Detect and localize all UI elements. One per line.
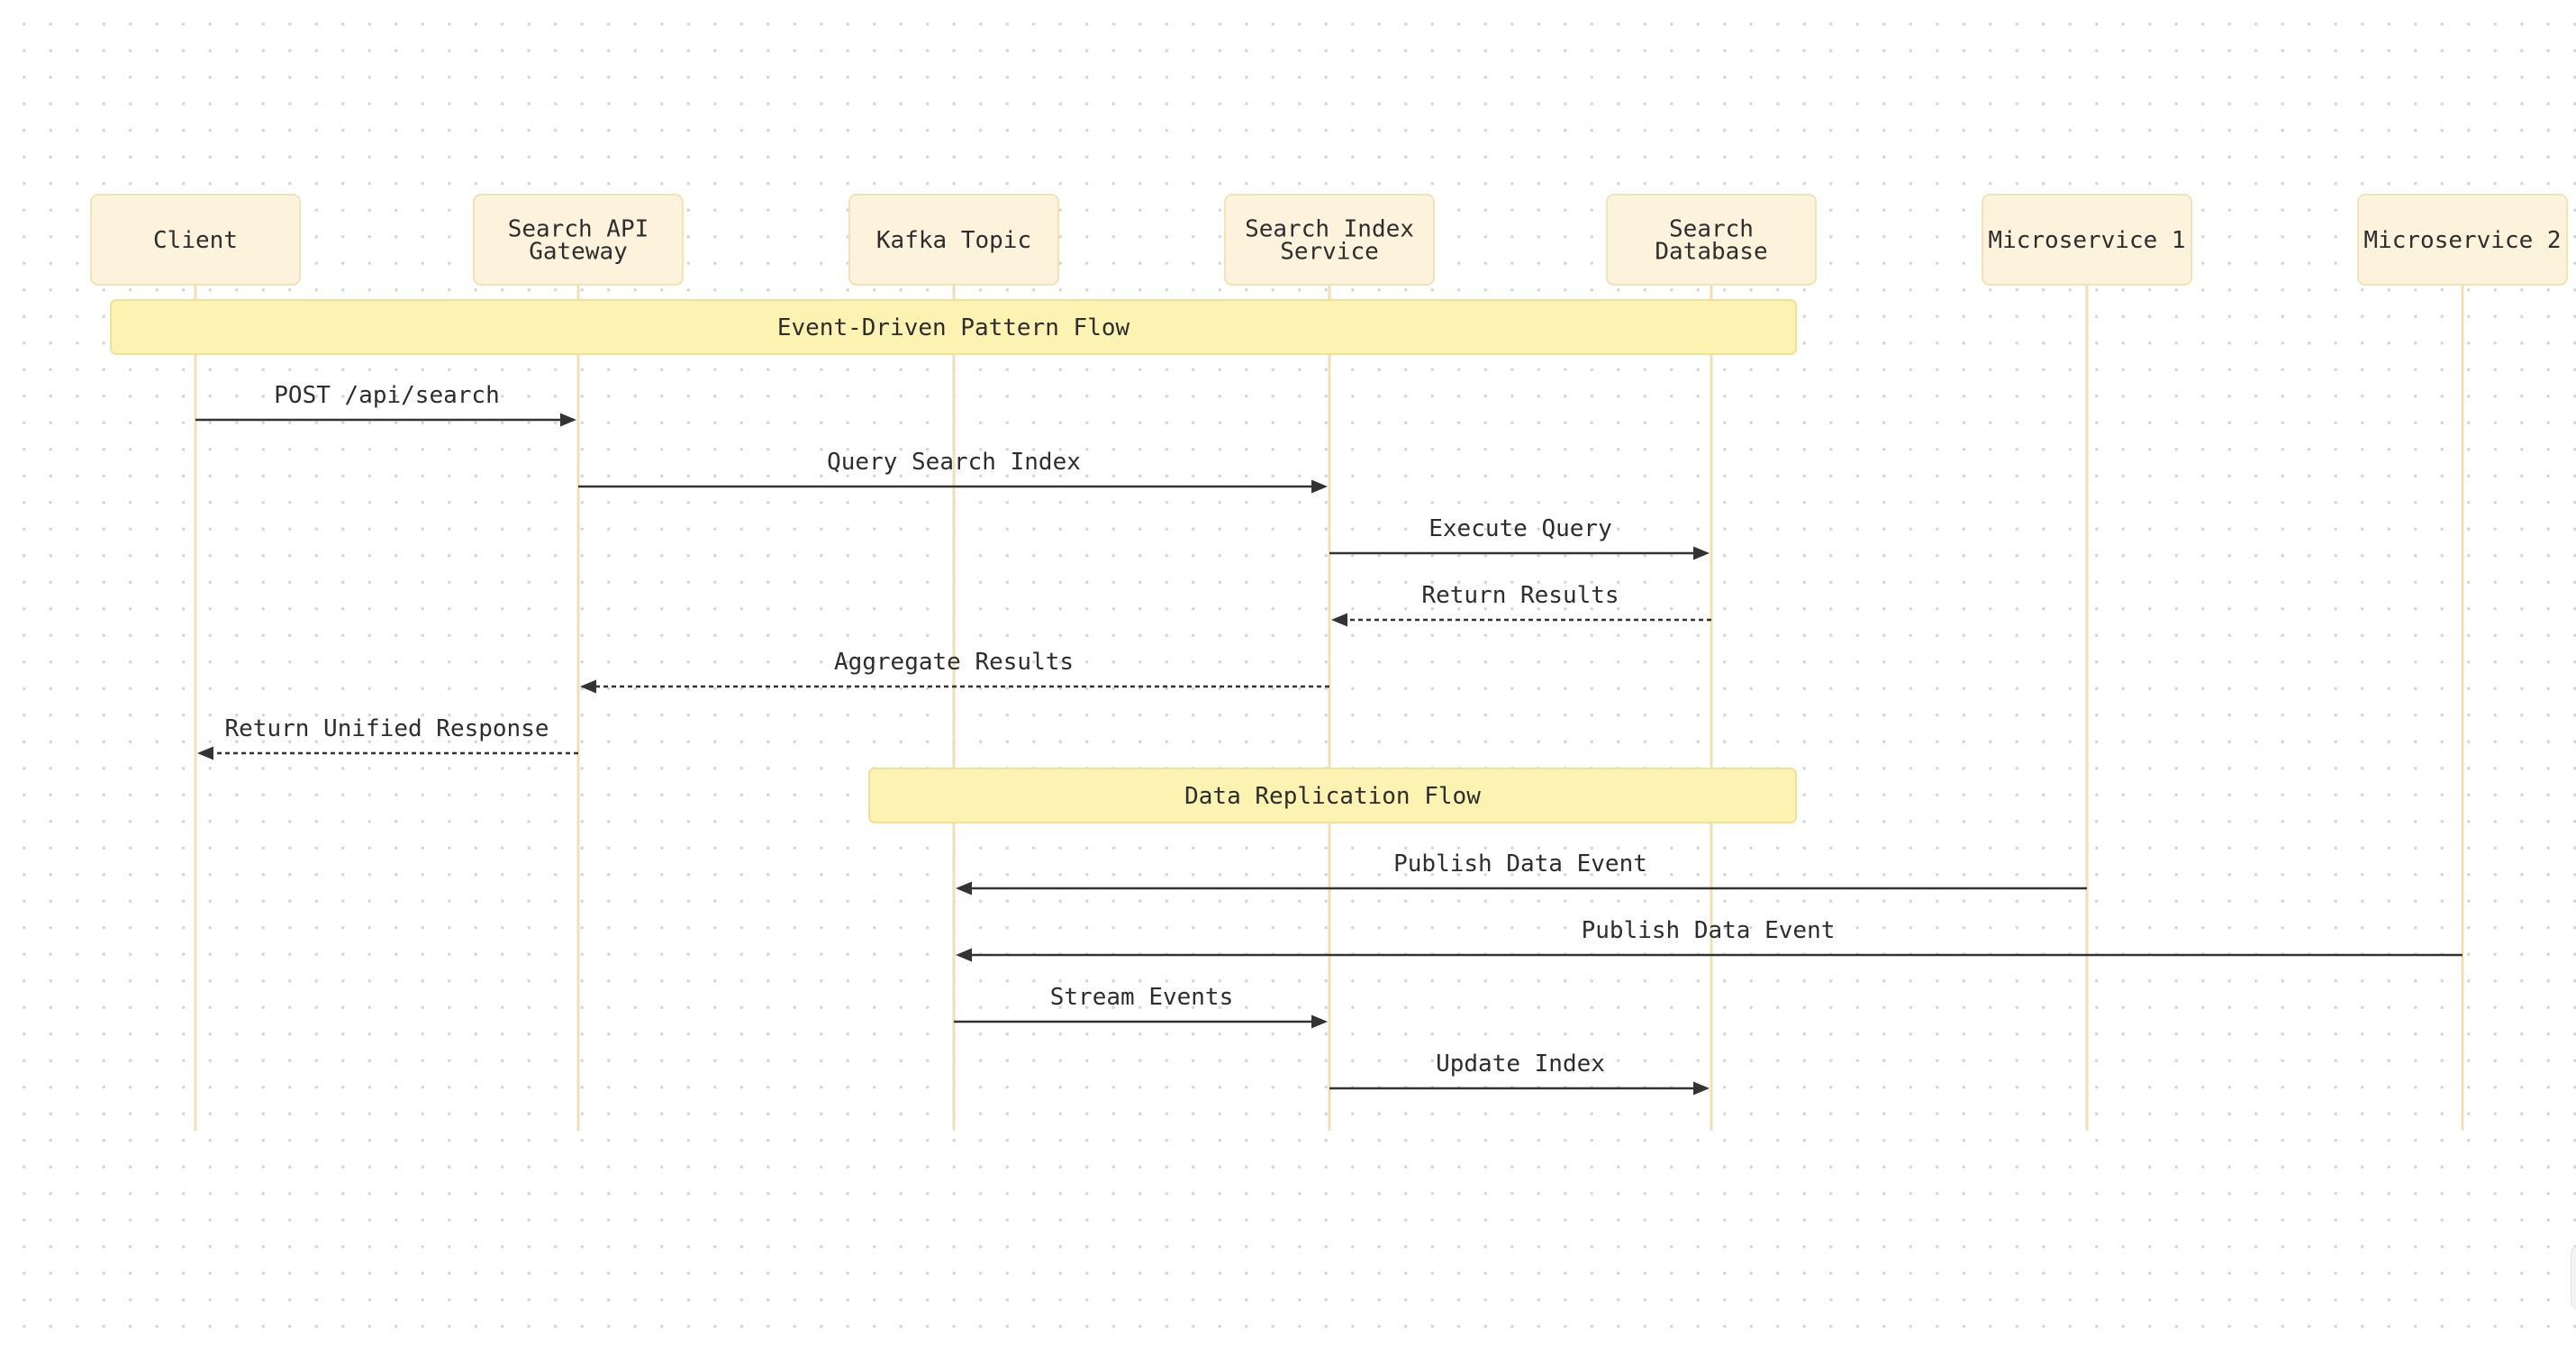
actor-label: Search Index — [1245, 216, 1414, 243]
message-arrow: POST /api/search — [195, 382, 576, 427]
message-arrow: Publish Data Event — [956, 850, 2087, 896]
message-label: Query Search Index — [827, 449, 1081, 476]
actor-label: Client — [153, 227, 238, 254]
note: Event-Driven Pattern Flow — [110, 299, 1797, 355]
arrow-head-icon — [580, 679, 596, 694]
message-arrow: Execute Query — [1329, 515, 1710, 560]
actor-ms2[interactable]: Microservice 2 — [2357, 194, 2568, 286]
message-arrow: Stream Events — [954, 984, 1328, 1029]
arrow-head-icon — [956, 881, 972, 896]
note: Data Replication Flow — [868, 768, 1797, 823]
message-arrow: Return Results — [1331, 582, 1711, 627]
actor-ms1[interactable]: Microservice 1 — [1982, 194, 2192, 286]
actor-client[interactable]: Client — [90, 194, 301, 286]
actor-label: Kafka Topic — [876, 227, 1031, 254]
message-label: Publish Data Event — [1393, 850, 1647, 878]
actor-label: Gateway — [529, 239, 628, 266]
side-panel-handle[interactable] — [2571, 1245, 2576, 1310]
message-label: Aggregate Results — [834, 649, 1074, 676]
message-label: Execute Query — [1429, 515, 1612, 542]
message-arrow: Publish Data Event — [956, 917, 2463, 962]
actor-label: Microservice 2 — [2363, 227, 2561, 254]
actor-label: Database — [1655, 239, 1767, 266]
actor-label: Search — [1669, 216, 1754, 243]
actor-label: Service — [1280, 239, 1379, 266]
arrow-head-icon — [1331, 613, 1347, 627]
message-arrow: Query Search Index — [578, 449, 1328, 494]
message-label: Update Index — [1436, 1050, 1605, 1078]
message-label: Stream Events — [1050, 984, 1234, 1011]
arrow-head-icon — [1693, 546, 1710, 560]
actor-label: Search API — [508, 216, 649, 243]
note-label: Data Replication Flow — [1184, 783, 1481, 810]
message-arrow: Update Index — [1329, 1050, 1710, 1096]
message-arrow: Aggregate Results — [580, 649, 1329, 694]
actor-kafka[interactable]: Kafka Topic — [848, 194, 1059, 286]
arrow-head-icon — [560, 413, 576, 427]
message-label: Publish Data Event — [1582, 917, 1836, 944]
arrow-head-icon — [956, 948, 972, 962]
arrow-head-icon — [1693, 1081, 1710, 1096]
arrow-head-icon — [197, 746, 213, 760]
arrow-head-icon — [1311, 479, 1328, 494]
message-label: Return Unified Response — [224, 715, 549, 742]
message-arrow: Return Unified Response — [197, 715, 578, 760]
arrow-head-icon — [1311, 1014, 1328, 1029]
message-label: POST /api/search — [274, 382, 499, 409]
actor-label: Microservice 1 — [1988, 227, 2185, 254]
note-label: Event-Driven Pattern Flow — [777, 314, 1130, 341]
message-label: Return Results — [1421, 582, 1619, 609]
